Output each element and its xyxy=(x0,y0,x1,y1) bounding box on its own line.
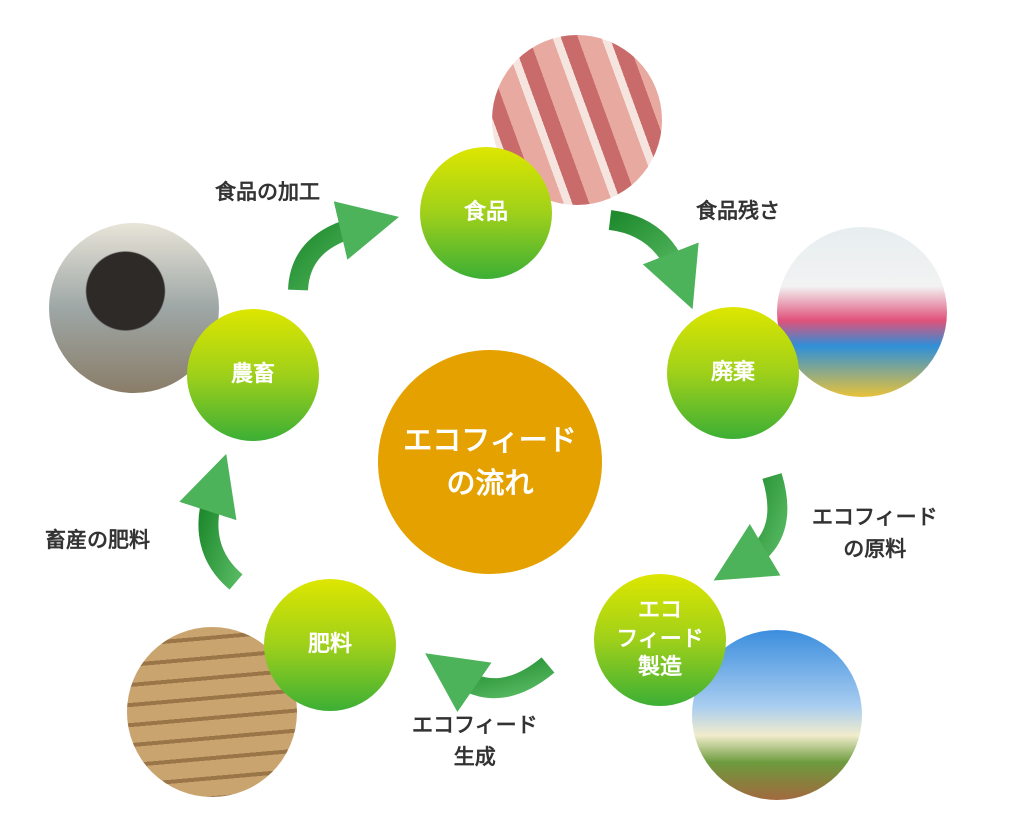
line: エコフィード xyxy=(812,505,938,529)
node-livestock-label: 農畜 xyxy=(230,361,275,387)
arrow-processing xyxy=(288,201,399,291)
label-manure: 畜産の肥料 xyxy=(45,528,150,552)
line: 生成 xyxy=(453,744,496,769)
node-manufacture-label: エコフィード製造 xyxy=(616,597,704,683)
label-generation: エコフィード生成 xyxy=(412,710,538,773)
arrow-material xyxy=(713,473,788,581)
center-line1: エコフィード xyxy=(403,422,577,457)
node-manufacture: エコフィード製造 xyxy=(594,574,726,706)
node-fertilizer: 肥料 xyxy=(264,579,396,711)
line: の原料 xyxy=(843,536,907,561)
workers-photo xyxy=(777,227,947,397)
arrow-generation xyxy=(425,653,555,713)
line: エコ xyxy=(637,598,682,624)
node-fertilizer-label: 肥料 xyxy=(307,631,352,657)
node-livestock: 農畜 xyxy=(187,309,319,441)
node-waste-label: 廃棄 xyxy=(710,359,755,385)
node-waste: 廃棄 xyxy=(667,307,799,439)
label-material: エコフィードの原料 xyxy=(812,502,938,565)
line: フィード xyxy=(616,626,704,652)
line: エコフィード xyxy=(412,713,538,737)
arrow-leftovers xyxy=(608,210,699,310)
center-line2: の流れ xyxy=(446,466,534,500)
line: 製造 xyxy=(637,655,682,681)
arrow-manure xyxy=(179,453,243,590)
center-title: エコフィードの流れ xyxy=(378,350,602,574)
node-food-label: 食品 xyxy=(463,199,508,225)
label-leftovers: 食品残さ xyxy=(696,199,780,223)
label-processing: 食品の加工 xyxy=(215,180,320,204)
node-food: 食品 xyxy=(420,147,552,279)
